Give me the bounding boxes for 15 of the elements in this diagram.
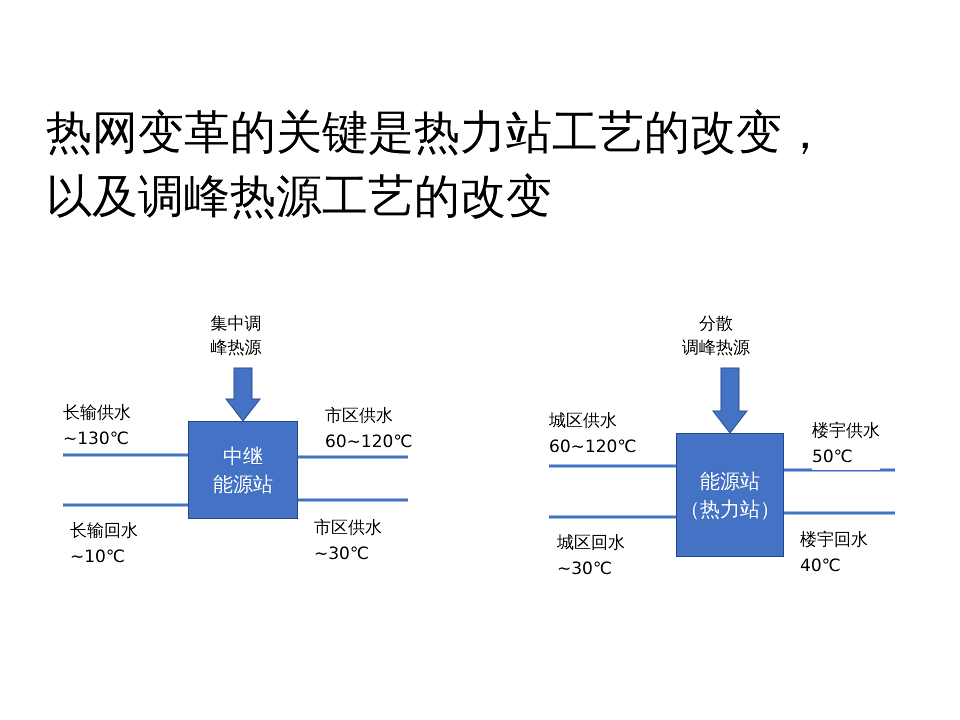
station-box: 能源站（热力站） [676, 433, 784, 557]
pipe-line [549, 516, 676, 518]
pipe-line [298, 498, 408, 502]
pipe-line [549, 464, 676, 468]
pipe-line [63, 504, 188, 506]
heat-source-label: 分散调峰热源 [670, 310, 762, 362]
station-box: 中继能源站 [188, 421, 298, 519]
slide-title: 热网变革的关键是热力站工艺的改变，以及调峰热源工艺的改变 [46, 104, 829, 225]
pipe-line [63, 454, 188, 456]
pipe-line [298, 456, 408, 458]
arrow [712, 368, 748, 434]
pipe-line [784, 512, 895, 514]
pipe-line [784, 468, 895, 472]
arrow [224, 368, 262, 422]
heat-source-label: 集中调峰热源 [196, 310, 276, 362]
